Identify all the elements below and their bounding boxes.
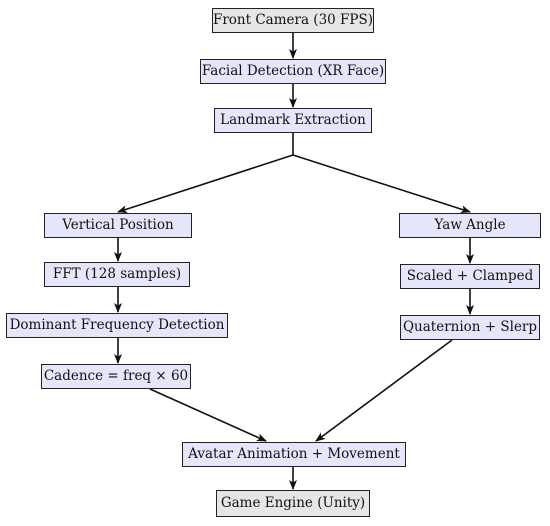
node-scaled-clamped: Scaled + Clamped (400, 264, 540, 289)
node-game-engine: Game Engine (Unity) (216, 490, 370, 517)
node-front-camera: Front Camera (30 FPS) (212, 8, 374, 33)
node-cadence: Cadence = freq × 60 (41, 364, 191, 389)
node-avatar-animation: Avatar Animation + Movement (182, 442, 406, 467)
node-yaw-angle: Yaw Angle (399, 213, 541, 238)
node-landmark-extraction: Landmark Extraction (214, 108, 372, 133)
arrow-landmark-to-yaw (292, 154, 471, 214)
node-quaternion-slerp: Quaternion + Slerp (400, 315, 540, 340)
node-vertical-position: Vertical Position (44, 213, 192, 238)
arrow-quaternion-to-avatar (315, 339, 453, 442)
node-facial-detection: Facial Detection (XR Face) (200, 59, 386, 84)
node-fft: FFT (128 samples) (44, 262, 190, 287)
arrow-landmark-to-vertical (117, 154, 294, 214)
node-dominant-frequency: Dominant Frequency Detection (6, 313, 228, 338)
arrow-cadence-to-avatar (149, 388, 267, 442)
